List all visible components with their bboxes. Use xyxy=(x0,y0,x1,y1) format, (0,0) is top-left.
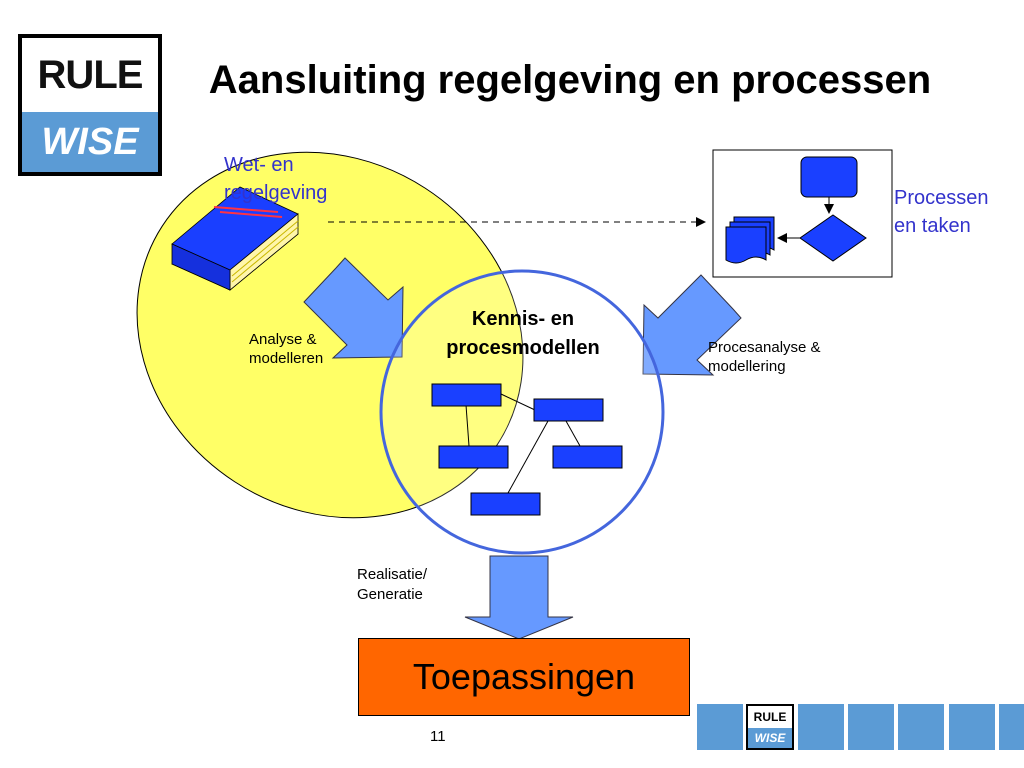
processen-label-line2: en taken xyxy=(894,215,971,237)
flowchart-process-shape xyxy=(800,156,858,198)
analyse-label-line2: modelleren xyxy=(249,350,324,367)
model-node xyxy=(470,492,541,516)
footer-square xyxy=(949,704,995,750)
processen-label-line1: Processen xyxy=(894,187,989,209)
realisatie-block-arrow xyxy=(464,555,574,640)
procesanalyse-modellering-label: Procesanalyse & modellering xyxy=(708,338,821,376)
footer-rulewise-logo: RULE WISE xyxy=(746,704,794,750)
procesanalyse-block-arrow xyxy=(642,274,742,376)
wet-label-line2: regelgeving xyxy=(224,182,328,204)
processen-flowchart-box xyxy=(712,149,893,278)
kennis-label-line1: Kennis- en xyxy=(471,308,575,330)
footer-square xyxy=(798,704,844,750)
model-node xyxy=(552,445,623,469)
analyse-label-line1: Analyse & xyxy=(249,331,317,348)
kennis-procesmodellen-circle xyxy=(379,269,665,555)
model-node xyxy=(533,398,604,422)
wet-regelgeving-label: Wet- en regelgeving xyxy=(224,151,327,207)
footer-square xyxy=(898,704,944,750)
kennis-label-line2: procesmodellen xyxy=(446,337,600,359)
footer-square xyxy=(697,704,743,750)
mini-logo-rule-text: RULE xyxy=(753,710,787,724)
realisatie-label-line1: Realisatie/ xyxy=(357,566,428,583)
footer-square xyxy=(848,704,894,750)
wet-label-line1: Wet- en xyxy=(224,154,294,176)
model-tree xyxy=(431,383,623,516)
procesanalyse-label-line1: Procesanalyse & xyxy=(708,339,821,356)
analyse-modelleren-label: Analyse & modelleren xyxy=(249,330,323,368)
model-node xyxy=(431,383,502,407)
procesanalyse-label-line2: modellering xyxy=(708,358,786,375)
toepassingen-box: Toepassingen xyxy=(358,638,690,716)
slide-title: Aansluiting regelgeving en processen xyxy=(208,58,932,102)
model-node xyxy=(438,445,509,469)
book-icon xyxy=(171,186,299,291)
footer-square xyxy=(999,704,1024,750)
logo-rule-text: RULE xyxy=(37,52,144,97)
flowchart-decision-shape xyxy=(799,214,867,262)
mini-logo-wise-text: WISE xyxy=(748,728,792,748)
analyse-block-arrow xyxy=(303,257,404,359)
footer-bar xyxy=(697,704,1024,750)
flowchart-documents-shape xyxy=(725,216,775,264)
processen-taken-label: Processen en taken xyxy=(894,184,989,240)
realisatie-label-line2: Generatie xyxy=(357,586,423,603)
kennis-procesmodellen-label: Kennis- en procesmodellen xyxy=(418,305,628,363)
page-number: 11 xyxy=(430,728,446,745)
logo-wise-text: WISE xyxy=(22,112,158,172)
realisatie-generatie-label: Realisatie/ Generatie xyxy=(357,565,427,605)
rulewise-logo: RULE WISE xyxy=(18,34,162,176)
